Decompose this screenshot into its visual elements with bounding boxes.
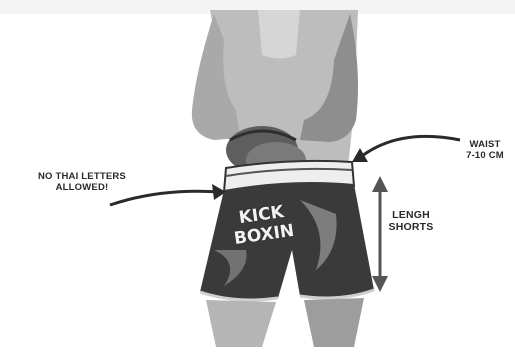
length-line-2: SHORTS — [378, 221, 444, 233]
right-leg — [304, 298, 364, 347]
waist-arrow — [362, 136, 460, 156]
waist-line-2: 7-10 CM — [450, 151, 515, 162]
length-arrow-bottom — [372, 276, 388, 292]
length-arrow-top — [372, 176, 388, 192]
length-line-1: LENGH — [378, 209, 444, 221]
left-leg — [206, 300, 276, 347]
no-thai-letters-label: NO THAI LETTERS ALLOWED! — [22, 172, 142, 194]
length-label: LENGH SHORTS — [378, 209, 444, 233]
waist-label: WAIST 7-10 CM — [450, 140, 515, 162]
chest-highlight — [258, 10, 300, 59]
no-thai-line-2: ALLOWED! — [22, 183, 142, 194]
